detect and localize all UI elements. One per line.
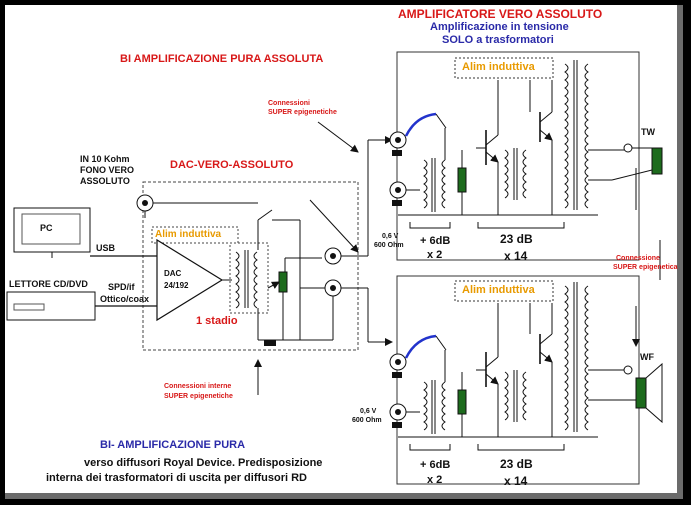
amp-top-circuit [389, 60, 625, 229]
connessione-label-1: Connessione [616, 255, 660, 262]
dac-title: DAC-VERO-ASSOLUTO [170, 159, 294, 171]
dac-box [142, 181, 359, 351]
speaker-icon [623, 362, 663, 424]
volt-top-2: 600 Ohm [374, 242, 404, 249]
mult-b-top: x 14 [504, 249, 528, 263]
gain-a-top: + 6dB [420, 235, 451, 247]
spdif-label-1: SPD/if [108, 282, 135, 292]
mult-b-bottom: x 14 [504, 474, 528, 488]
dac-chip-label-2: 24/192 [164, 281, 189, 290]
subtitle-2: SOLO a trasformatori [442, 34, 554, 46]
in-label-3: ASSOLUTO [80, 176, 130, 186]
alim-bottom-box [454, 280, 554, 302]
mult-a-top: x 2 [427, 249, 443, 261]
cd-player-icon [6, 291, 96, 321]
usb-label: USB [96, 243, 116, 253]
connessione-label-2: SUPER epigenetica [613, 264, 678, 271]
stadio-label: 1 stadio [196, 315, 238, 327]
volume-pot [278, 271, 288, 293]
dac-chip-icon [156, 238, 224, 322]
connessioni-top-label-1: Connessioni [268, 100, 311, 107]
footer-line-3: interna dei trasformatori di uscita per … [46, 472, 307, 484]
volt-bottom-1: 0,6 V [360, 408, 377, 415]
amp-top-box [396, 51, 640, 261]
alim-top-label: Alim induttiva [462, 61, 535, 73]
alim-top-box [454, 57, 554, 79]
in-label-2: FONO VERO [80, 165, 135, 175]
tw-label: TW [641, 127, 655, 137]
alim-dac-label: Alim induttiva [155, 229, 222, 240]
gain-b-bottom: 23 dB [500, 457, 533, 471]
mult-a-bottom: x 2 [427, 474, 443, 486]
footer-line-2: verso diffusori Royal Device. Predisposi… [84, 457, 323, 469]
volt-top-1: 0,6 V [382, 233, 399, 240]
in-label-1: IN 10 Kohm [80, 154, 130, 164]
pc-label: PC [40, 223, 53, 233]
selector-jacks [324, 247, 342, 297]
dac-chip-label-1: DAC [164, 269, 182, 278]
rca-jack-icon [136, 194, 154, 212]
alim-dac-box [151, 226, 239, 244]
subtitle-1: Amplificazione in tensione [430, 21, 569, 33]
bi-title: BI AMPLIFICAZIONE PURA ASSOLUTA [120, 53, 324, 65]
speaker-icon [611, 143, 663, 181]
computer-icon [13, 207, 91, 258]
volt-bottom-2: 600 Ohm [352, 417, 382, 424]
gain-b-top: 23 dB [500, 232, 533, 246]
connessioni-top-label-2: SUPER epigenetiche [268, 109, 337, 116]
connessioni-int-label-2: SUPER epigenetiche [164, 393, 233, 400]
wf-label: WF [640, 352, 654, 362]
main-title: AMPLIFICATORE VERO ASSOLUTO [398, 7, 603, 21]
spdif-label-2: Ottico/coax [100, 294, 150, 304]
alim-bottom-label: Alim induttiva [462, 284, 535, 296]
stadio-box [229, 242, 269, 314]
amp-bottom-circuit [389, 282, 625, 451]
lettore-label: LETTORE CD/DVD [9, 279, 88, 289]
diagram-frame [5, 5, 683, 499]
footer-line-1: BI- AMPLIFICAZIONE PURA [100, 439, 246, 451]
amp-bottom-box [396, 275, 640, 485]
dac-transformer [235, 250, 258, 309]
gain-a-bottom: + 6dB [420, 459, 451, 471]
connessioni-int-label-1: Connessioni interne [164, 383, 232, 390]
